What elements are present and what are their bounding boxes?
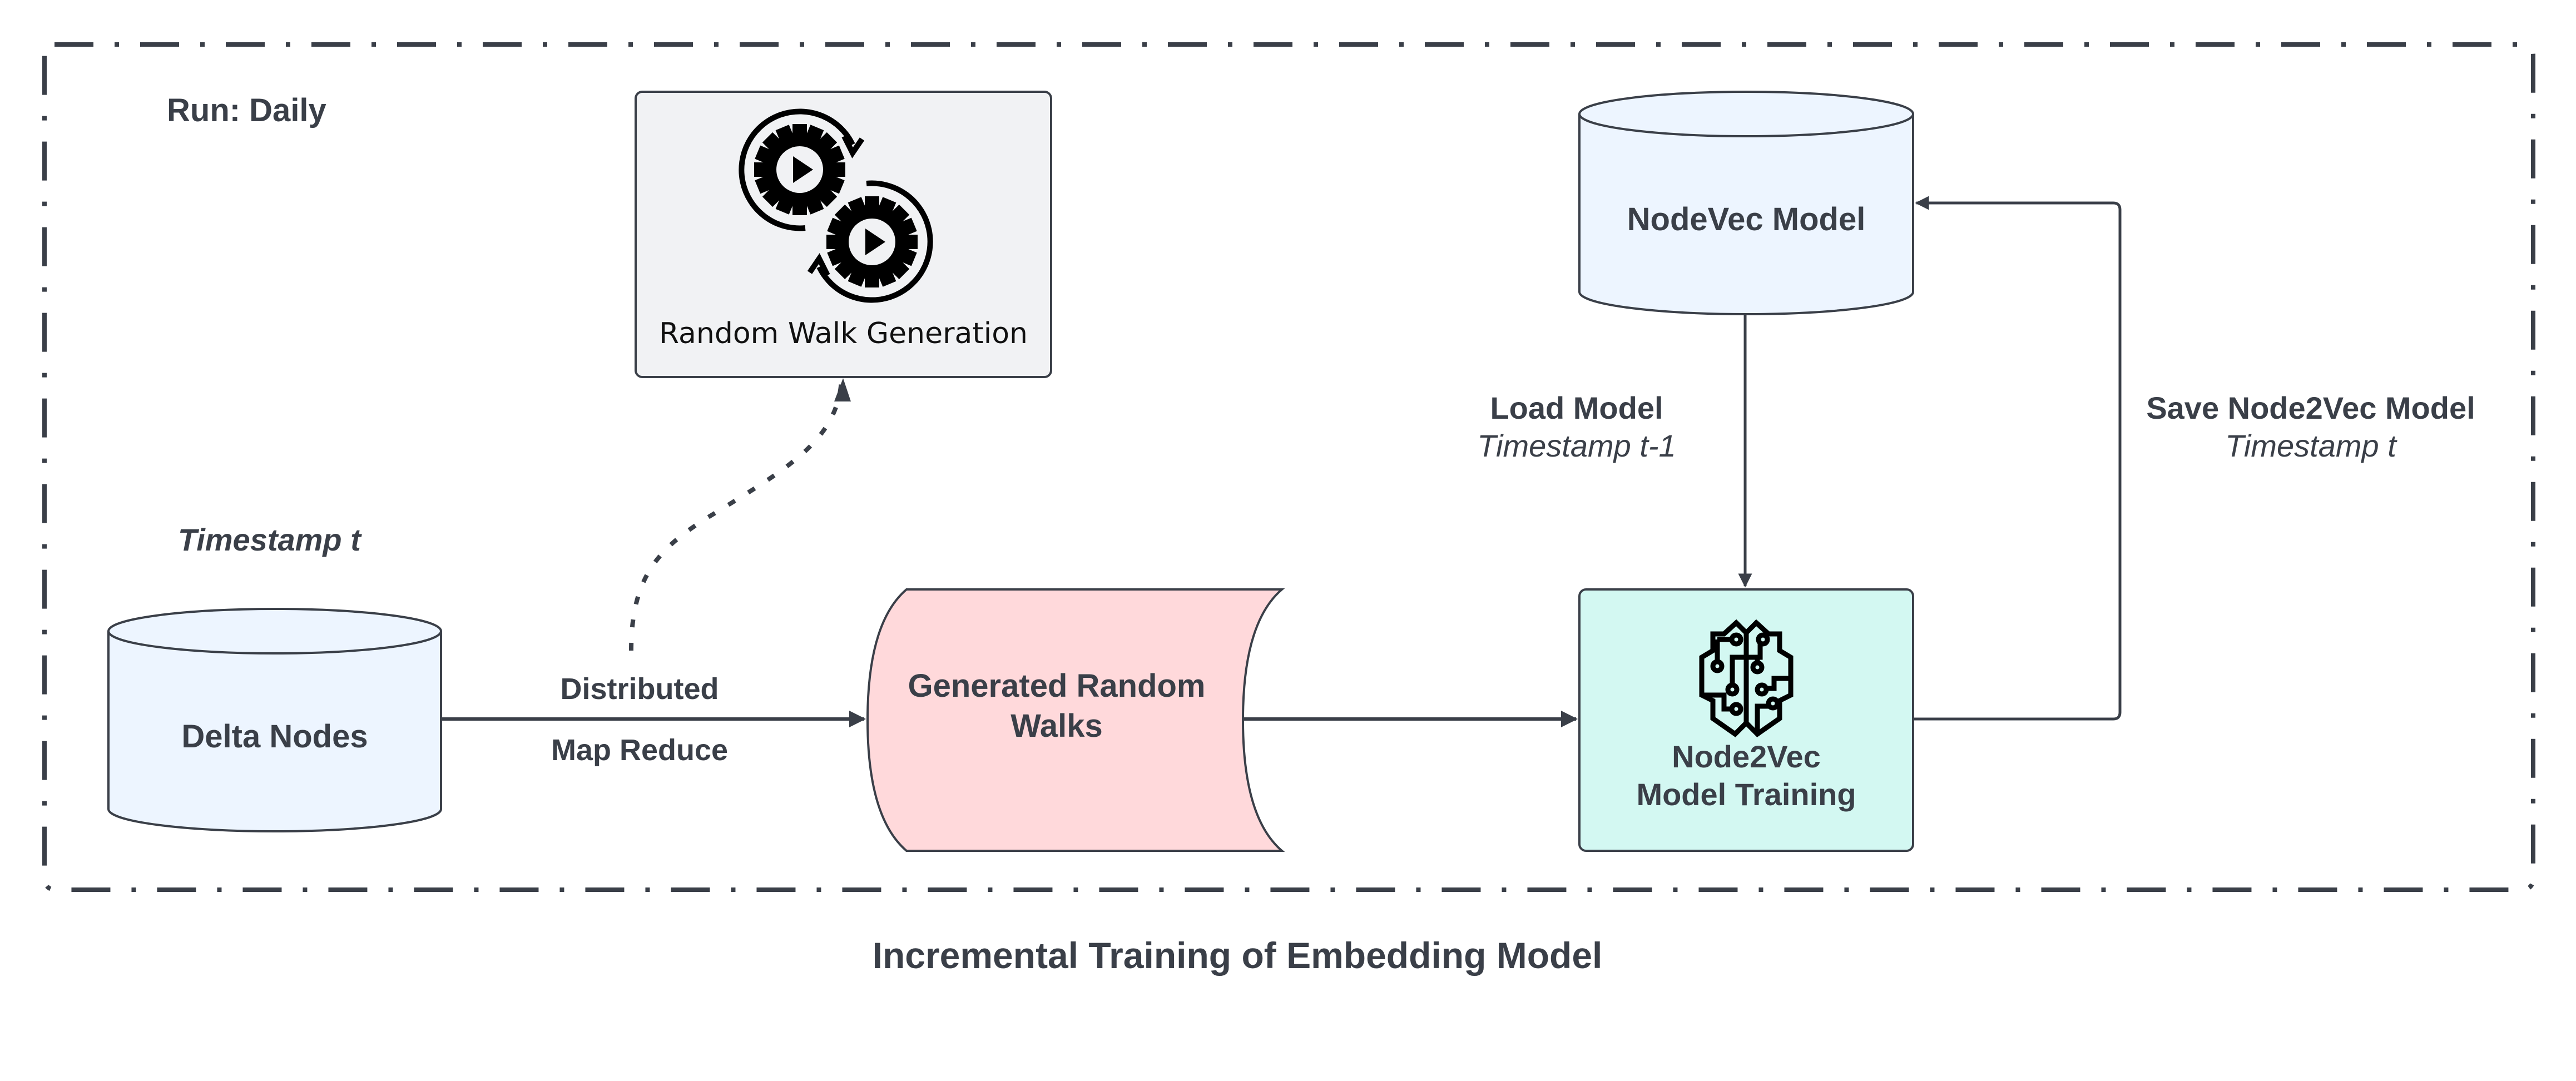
- group-label-run-daily: Run: Daily: [167, 92, 326, 128]
- gears-cycle-play-icon: [739, 108, 933, 303]
- node2vec-training-label: Node2Vec Model Training: [1579, 734, 1913, 817]
- save-model-label: Save Node2Vec Model Timestamp t: [2130, 389, 2491, 465]
- load-model-label: Load Model Timestamp t-1: [1429, 389, 1724, 465]
- delta-nodes-cylinder[interactable]: [107, 608, 442, 832]
- arrowhead-random-walk: [834, 378, 851, 401]
- load-model-timestamp: Timestamp t-1: [1477, 428, 1676, 463]
- edge-save-model: [1913, 196, 2122, 721]
- generated-random-walks-shape[interactable]: [866, 588, 1285, 852]
- delta-nodes-label: Delta Nodes: [108, 653, 441, 820]
- map-reduce-label-top: Distributed: [560, 672, 719, 706]
- generated-random-walks-label: Generated Random Walks: [868, 589, 1246, 823]
- nodevec-model-label: NodeVec Model: [1579, 136, 1913, 303]
- generated-random-walks-line1: Generated Random: [908, 668, 1206, 704]
- node2vec-training-line1: Node2Vec: [1672, 739, 1821, 774]
- edge-spawn-random-walk: [629, 380, 844, 651]
- nodevec-model-text: NodeVec Model: [1627, 201, 1866, 237]
- node2vec-training-line2: Model Training: [1636, 777, 1856, 812]
- save-model-title: Save Node2Vec Model: [2146, 390, 2475, 425]
- delta-nodes-timestamp: Timestamp t: [178, 522, 361, 557]
- group-frame-run-daily: [42, 42, 2535, 892]
- ai-brain-circuit-icon: [1699, 619, 1794, 737]
- generated-random-walks-line2: Walks: [1010, 708, 1103, 744]
- load-model-title: Load Model: [1490, 390, 1663, 425]
- nodevec-model-cylinder[interactable]: [1578, 91, 1914, 315]
- random-walk-generation-label: Random Walk Generation: [659, 317, 1028, 350]
- delta-nodes-text: Delta Nodes: [181, 718, 368, 755]
- map-reduce-label-bottom: Map Reduce: [551, 733, 729, 767]
- save-model-timestamp: Timestamp t: [2225, 428, 2396, 463]
- diagram-title: Incremental Training of Embedding Model: [872, 935, 1603, 976]
